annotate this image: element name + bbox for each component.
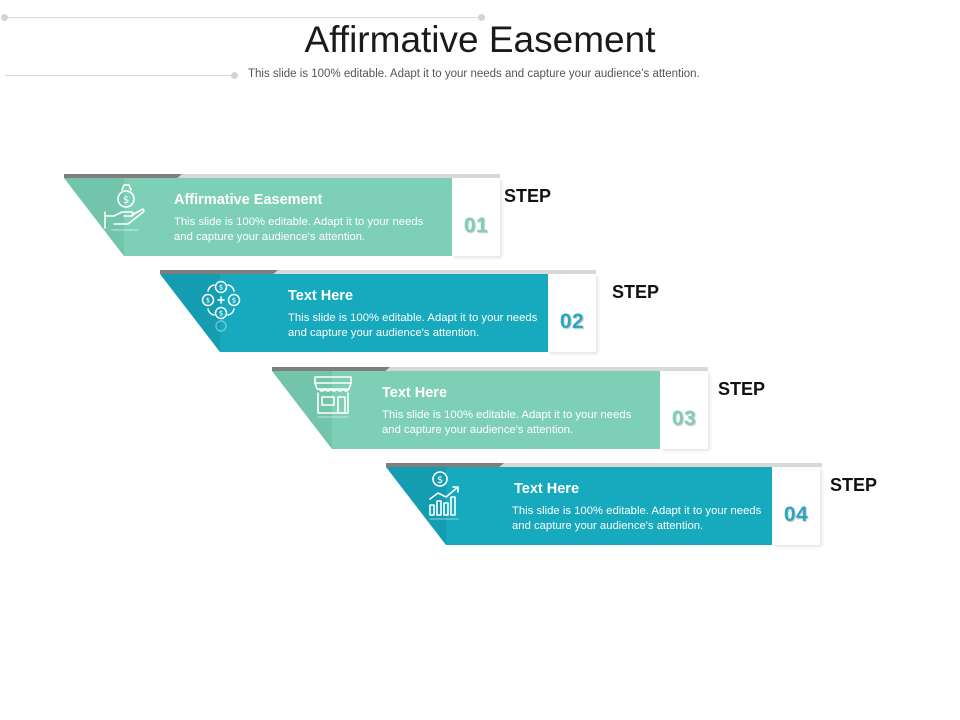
step-label: STEP (504, 186, 552, 206)
header-decor-line-bottom (5, 75, 235, 76)
currency-exchange-icon: $ $ $ $ (198, 276, 244, 332)
step-number-box: 01 (452, 178, 500, 256)
step-top-rule (64, 174, 500, 178)
step-card-1: 01 $ Affirmative Easement This slide is … (64, 174, 551, 264)
header-decor-dot-right (478, 14, 485, 21)
svg-text:$: $ (219, 284, 223, 292)
header-decor-line-top (5, 17, 482, 18)
step-description: This slide is 100% editable. Adapt it to… (512, 505, 762, 532)
storefront-icon (310, 373, 356, 429)
step-card-4: 04 $ Text Here This slide is 100% editab… (386, 463, 896, 553)
step-number: 03 (671, 407, 697, 430)
svg-text:$: $ (219, 310, 223, 318)
step-tab (64, 174, 182, 178)
step-top-rule (272, 367, 708, 371)
step-tab (272, 367, 390, 371)
step-label: STEP (830, 475, 878, 495)
growth-chart-dollar-icon: $ (424, 469, 470, 525)
step-band (272, 371, 662, 449)
step-tab (386, 463, 504, 467)
svg-text:$: $ (232, 297, 236, 305)
step-description: This slide is 100% editable. Adapt it to… (382, 409, 632, 436)
svg-text:$: $ (123, 195, 129, 206)
step-top-rule (386, 463, 822, 467)
step-description: This slide is 100% editable. Adapt it to… (174, 216, 424, 243)
step-number: 02 (559, 310, 585, 333)
step-heading: Text Here (288, 288, 354, 304)
svg-text:$: $ (206, 297, 210, 305)
step-number: 04 (783, 503, 809, 526)
slide-title: Affirmative Easement (304, 19, 656, 60)
step-description: This slide is 100% editable. Adapt it to… (288, 312, 538, 339)
step-number-box: 02 (548, 274, 596, 352)
slide-subtitle: This slide is 100% editable. Adapt it to… (248, 68, 700, 80)
step-heading: Affirmative Easement (174, 192, 323, 208)
money-bag-hand-icon: $ (102, 180, 148, 236)
step-number-box: 04 (772, 467, 820, 545)
header-decor-dot-left (1, 14, 8, 21)
step-tab (160, 270, 278, 274)
step-heading: Text Here (382, 385, 448, 401)
step-card-3: 03 Text Here This slide is 100% editable… (272, 367, 765, 457)
step-number: 01 (463, 214, 489, 237)
step-band (160, 274, 550, 352)
step-top-rule (160, 270, 596, 274)
step-label: STEP (612, 282, 660, 302)
step-card-2: 02 $ $ $ $ Text Here This slide is 100% … (160, 270, 659, 360)
step-heading: Text Here (514, 481, 580, 497)
step-label: STEP (718, 379, 766, 399)
svg-text:$: $ (437, 475, 443, 486)
step-number-box: 03 (660, 371, 708, 449)
header-decor-dot-bottom (231, 72, 238, 79)
